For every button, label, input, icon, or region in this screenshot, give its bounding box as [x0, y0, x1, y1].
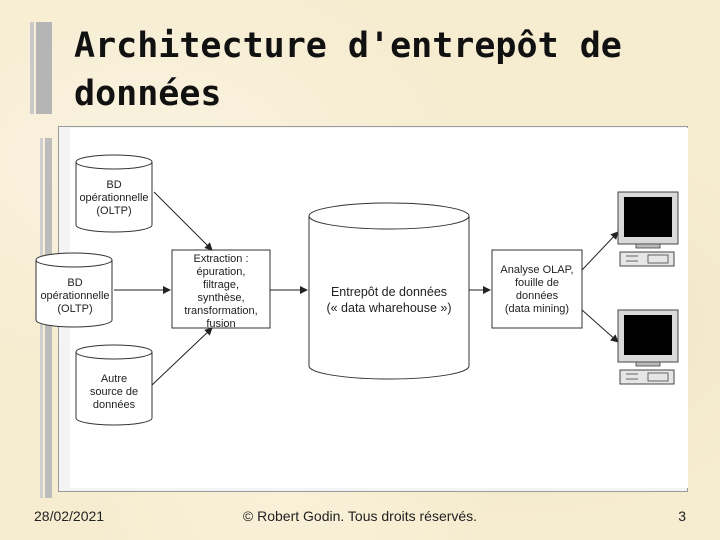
extraction-line4: synthèse, [197, 292, 244, 304]
analysis-line1: Analyse OLAP, [500, 264, 573, 276]
db3-line1: Autre [101, 373, 127, 385]
database-other-source: Autre source de données [75, 344, 153, 426]
arrow-analysis-to-computer-2 [581, 309, 619, 343]
extraction-process-box: Extraction : épuration, filtrage, synthè… [171, 249, 271, 330]
warehouse-line1: Entrepôt de données [331, 285, 447, 299]
arrow-analysis-to-computer-1 [581, 231, 619, 271]
analysis-line4: (data mining) [505, 303, 569, 315]
computer-icon [617, 309, 679, 385]
db3-line3: données [93, 399, 136, 411]
extraction-line6: fusion [206, 318, 235, 330]
slide-title-line2: données [74, 74, 222, 114]
db1-line2: opérationnelle [79, 192, 148, 204]
database-oltp-1: BD opérationnelle (OLTP) [75, 154, 153, 233]
extraction-line5: transformation, [184, 305, 257, 317]
footer-date: 28/02/2021 [34, 508, 105, 524]
footer-page-number: 3 [678, 508, 686, 524]
footer-copyright: © Robert Godin. Tous droits réservés. [242, 508, 478, 524]
title-accent-bar [30, 22, 52, 114]
arrow-db3-to-extraction [151, 327, 213, 386]
db1-line3: (OLTP) [96, 205, 131, 217]
data-warehouse-cylinder: Entrepôt de données (« data wharehouse »… [308, 202, 470, 380]
analysis-olap-box: Analyse OLAP, fouille de données (data m… [491, 249, 583, 329]
slide-title-line1: Architecture d'entrepôt de [74, 26, 622, 66]
database-oltp-2: BD opérationnelle (OLTP) [35, 252, 113, 328]
db1-line1: BD [106, 179, 121, 191]
analysis-line3: données [516, 290, 559, 302]
extraction-line2: épuration, [197, 266, 246, 278]
db3-line2: source de [90, 386, 138, 398]
slide-title: Architecture d'entrepôt de données [74, 22, 694, 118]
warehouse-line2: (« data wharehouse ») [326, 301, 451, 315]
db2-line1: BD [67, 277, 82, 289]
db2-line3: (OLTP) [57, 303, 92, 315]
extraction-line1: Extraction : [193, 253, 248, 265]
analysis-line2: fouille de [515, 277, 559, 289]
computer-icon [617, 191, 679, 267]
extraction-line3: filtrage, [203, 279, 239, 291]
arrow-db1-to-extraction [153, 191, 213, 251]
db2-line2: opérationnelle [40, 290, 109, 302]
